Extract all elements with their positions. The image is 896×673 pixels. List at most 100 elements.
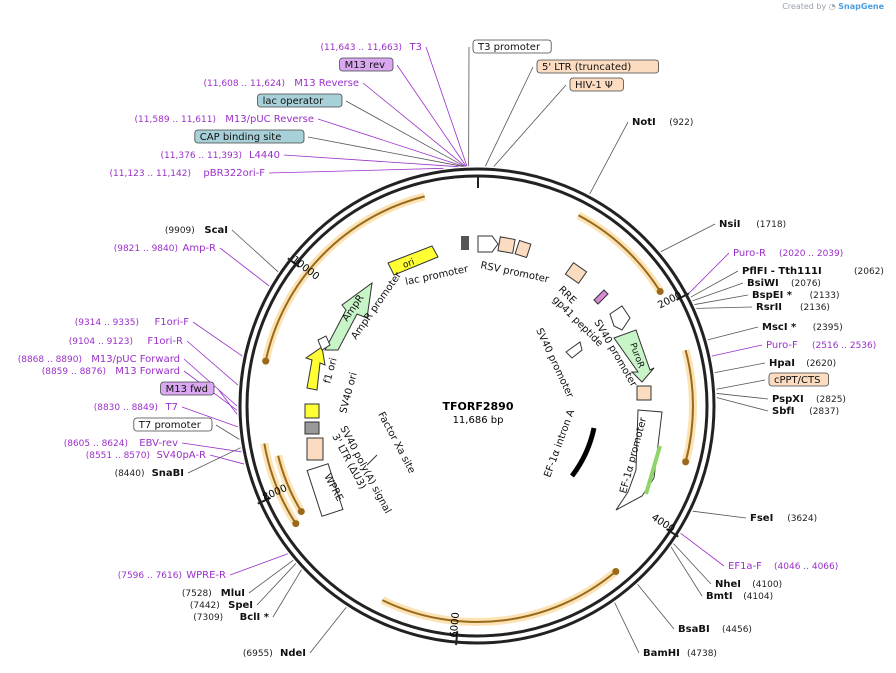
- label-position: (8868 .. 8890): [18, 355, 82, 365]
- tick-label: 6000: [449, 612, 462, 638]
- primer-label: Amp-R(9821 .. 9840): [114, 243, 216, 254]
- label-text: EF1a-F: [728, 561, 762, 572]
- label-text: F1ori-F: [155, 317, 190, 328]
- restriction-site-label: BmtI(4104): [706, 591, 773, 602]
- label-position: (4100): [752, 580, 782, 590]
- restriction-site-label: BsiWI(2076): [747, 278, 821, 289]
- label-position: (7596 .. 7616): [118, 571, 182, 581]
- callout-line: [716, 393, 769, 400]
- label-position: (9314 .. 9335): [75, 318, 139, 328]
- label-position: (922): [669, 118, 693, 128]
- label-position: (2837): [809, 407, 839, 417]
- primer-label: WPRE-R(7596 .. 7616): [118, 570, 226, 581]
- callout-line: [637, 584, 675, 630]
- label-text: NheI: [715, 579, 741, 590]
- plasmid-name: TFORF2890: [443, 400, 514, 413]
- label-position: (8859 .. 8876): [42, 367, 106, 377]
- callout-line: [192, 321, 243, 357]
- label-position: (2076): [791, 279, 821, 289]
- primer-label: M13 Forward (8859 .. 8876): [42, 366, 180, 377]
- label-position: (4046 .. 4066): [774, 562, 838, 572]
- brand-name: SnapGene: [838, 2, 884, 11]
- ef1a-promoter-arrow: [615, 409, 663, 511]
- label-text: EBV-rev: [139, 438, 178, 449]
- primer-label: F1ori-R(9104 .. 9123): [69, 336, 183, 347]
- label-text: M13 fwd: [166, 384, 208, 395]
- feature-arcs: [260, 192, 697, 626]
- callout-line: [272, 569, 302, 618]
- label-box: [257, 93, 343, 108]
- restriction-site-label: MscI *(2395): [762, 322, 843, 333]
- callout-line: [248, 559, 294, 594]
- sv40-ori-box: [304, 403, 320, 419]
- brand-prefix: Created by: [782, 2, 827, 11]
- label-text: M13 Forward: [115, 366, 180, 377]
- primer-label: SV40pA-R(8551 .. 8570): [86, 450, 206, 461]
- label-text: SnaBI: [152, 468, 184, 479]
- label-position: (9909): [165, 226, 195, 236]
- callout-line: [215, 424, 240, 440]
- label-text: BspEI *: [752, 290, 793, 301]
- label-text: T7: [165, 402, 178, 413]
- ori-arrow: [387, 245, 439, 276]
- restriction-site-label: NotI(922): [632, 117, 693, 128]
- label-position: (11,589 .. 11,611): [135, 115, 216, 125]
- label-text: T7 promoter: [138, 420, 202, 431]
- label-position: (2133): [810, 291, 840, 301]
- callout-line: [688, 252, 730, 294]
- restriction-site-label: SbfI (2837): [772, 406, 839, 417]
- label-position: (11,608 .. 11,624): [204, 79, 285, 89]
- label-text: Amp-R: [183, 243, 217, 254]
- lac-operator-box: [461, 236, 469, 250]
- label-position: (1718): [756, 220, 786, 230]
- label-box: [194, 129, 305, 144]
- primer-label: M13 fwd: [160, 381, 215, 396]
- label-box: [768, 372, 829, 387]
- label-text: SV40pA-R: [157, 450, 206, 461]
- primer-label: M13 Reverse(11,608 .. 11,624): [204, 78, 359, 89]
- label-text: T3: [409, 42, 422, 53]
- label-text: Puro-F: [766, 340, 798, 351]
- callout-line: [187, 447, 241, 474]
- label-box: [569, 77, 624, 92]
- inner-label-rsv-promoter: RSV promoter: [479, 260, 550, 285]
- gp41-box: [593, 289, 609, 305]
- snapgene-brand: Created by ◔ SnapGene: [782, 2, 884, 11]
- hiv-box: [514, 239, 532, 259]
- label-text: cPPT/CTS: [774, 375, 820, 386]
- label-text: SbfI: [772, 406, 794, 417]
- inner-label-ef1a-intron: EF-1α intron A: [542, 408, 577, 479]
- callout-line: [425, 46, 468, 167]
- callout-line: [209, 454, 245, 465]
- label-box: [536, 59, 659, 74]
- label-text: NdeI: [280, 648, 306, 659]
- label-position: (11,123 .. 11,142): [110, 169, 191, 179]
- primer-label: M13 rev: [339, 57, 394, 72]
- restriction-site-label: PspXI(2825): [772, 394, 846, 405]
- feature-arc-head: [612, 567, 620, 575]
- restriction-site-label: BsaBI(4456): [678, 624, 752, 635]
- label-position: (8605 .. 8624): [64, 439, 128, 449]
- label-position: (2620): [806, 359, 836, 369]
- label-text: HpaI: [769, 358, 795, 369]
- label-text: L4440: [249, 150, 280, 161]
- label-text: pBR322ori-F: [203, 168, 265, 179]
- callout-line: [181, 406, 239, 428]
- callout-line: [493, 84, 567, 167]
- callout-lines: [181, 46, 769, 654]
- ltr3-box: [306, 437, 324, 461]
- tick-mark: [257, 497, 271, 505]
- inner-label-sv40-promoter-2: SV40 promoter: [533, 327, 575, 401]
- feature-arc: [684, 349, 694, 463]
- callout-line: [714, 362, 766, 373]
- restriction-site-label: NheI (4100): [715, 579, 782, 590]
- callout-line: [345, 100, 465, 167]
- label-text: SpeI: [228, 600, 253, 611]
- callout-line: [690, 270, 739, 298]
- ltr-box: [497, 236, 516, 254]
- feature-arc-head: [262, 357, 270, 365]
- callout-line: [716, 397, 769, 412]
- label-position: (4456): [722, 625, 752, 635]
